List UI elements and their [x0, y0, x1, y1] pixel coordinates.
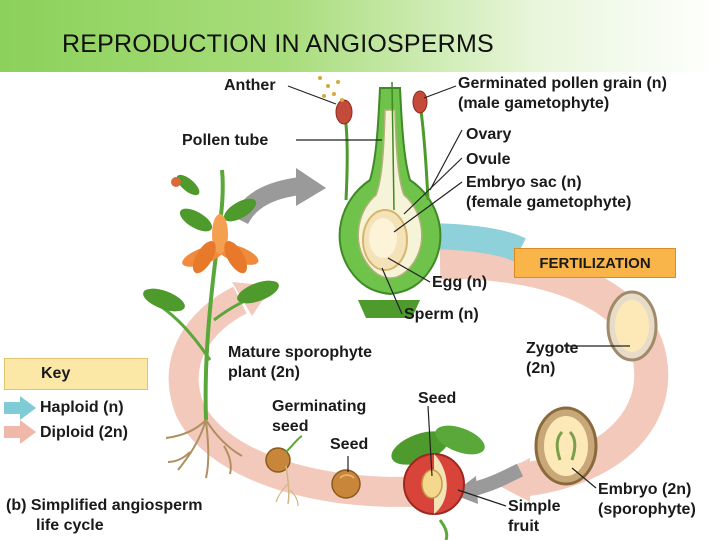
male-gametophyte-label: (male gametophyte): [458, 95, 610, 112]
zygote-label: Zygote: [526, 340, 579, 357]
sperm-label: Sperm (n): [404, 306, 479, 323]
haploid-key-arrow: [4, 396, 36, 420]
grey-arrow-fruit: [452, 463, 524, 504]
seed-lower-label: Seed: [330, 436, 369, 453]
anther-label: Anther: [224, 77, 276, 94]
seed: [331, 469, 361, 499]
key-box: Key: [4, 358, 148, 390]
embryo: [534, 406, 598, 486]
egg-label: Egg (n): [432, 274, 488, 291]
ovary-label: Ovary: [466, 126, 512, 143]
grey-arrow: [231, 168, 326, 225]
simple-fruit-label: Simple: [508, 498, 561, 515]
caption-line-1: (b) Simplified angiosperm: [6, 497, 203, 514]
page-title: REPRODUCTION IN ANGIOSPERMS: [62, 30, 494, 58]
embryo-label: Embryo (2n): [598, 481, 692, 498]
mature-sporophyte-label: Mature sporophyte: [228, 344, 373, 361]
germinating-seed: [265, 435, 303, 507]
germinating-seed-label: Germinating: [272, 398, 367, 415]
diploid-key-label: Diploid (2n): [40, 424, 128, 441]
germinating-seed-label-2: seed: [272, 418, 309, 435]
zygote-ploidy-label: (2n): [526, 360, 556, 377]
pistil-section: [318, 76, 442, 318]
caption-line-2: life cycle: [36, 517, 104, 534]
zygote: [606, 290, 658, 362]
sporophyte-plant: [143, 169, 279, 479]
pollen-tube-label: Pollen tube: [182, 132, 269, 149]
seed-upper-label: Seed: [418, 390, 457, 407]
female-gametophyte-label: (female gametophyte): [466, 194, 632, 211]
haploid-key-label: Haploid (n): [40, 399, 124, 416]
simple-fruit: [391, 425, 485, 540]
title-band: [0, 0, 720, 72]
fertilization-box: FERTILIZATION: [514, 248, 676, 278]
embryo-sac-label: Embryo sac (n): [466, 174, 582, 191]
ovule-label: Ovule: [466, 151, 511, 168]
germinated-pollen-label: Germinated pollen grain (n): [458, 75, 667, 92]
mature-sporophyte-ploidy-label: plant (2n): [228, 364, 300, 381]
diploid-key-arrow: [4, 420, 36, 444]
simple-fruit-label-2: fruit: [508, 518, 540, 535]
leader-lines: [287, 85, 630, 507]
sporophyte-label: (sporophyte): [598, 501, 696, 518]
